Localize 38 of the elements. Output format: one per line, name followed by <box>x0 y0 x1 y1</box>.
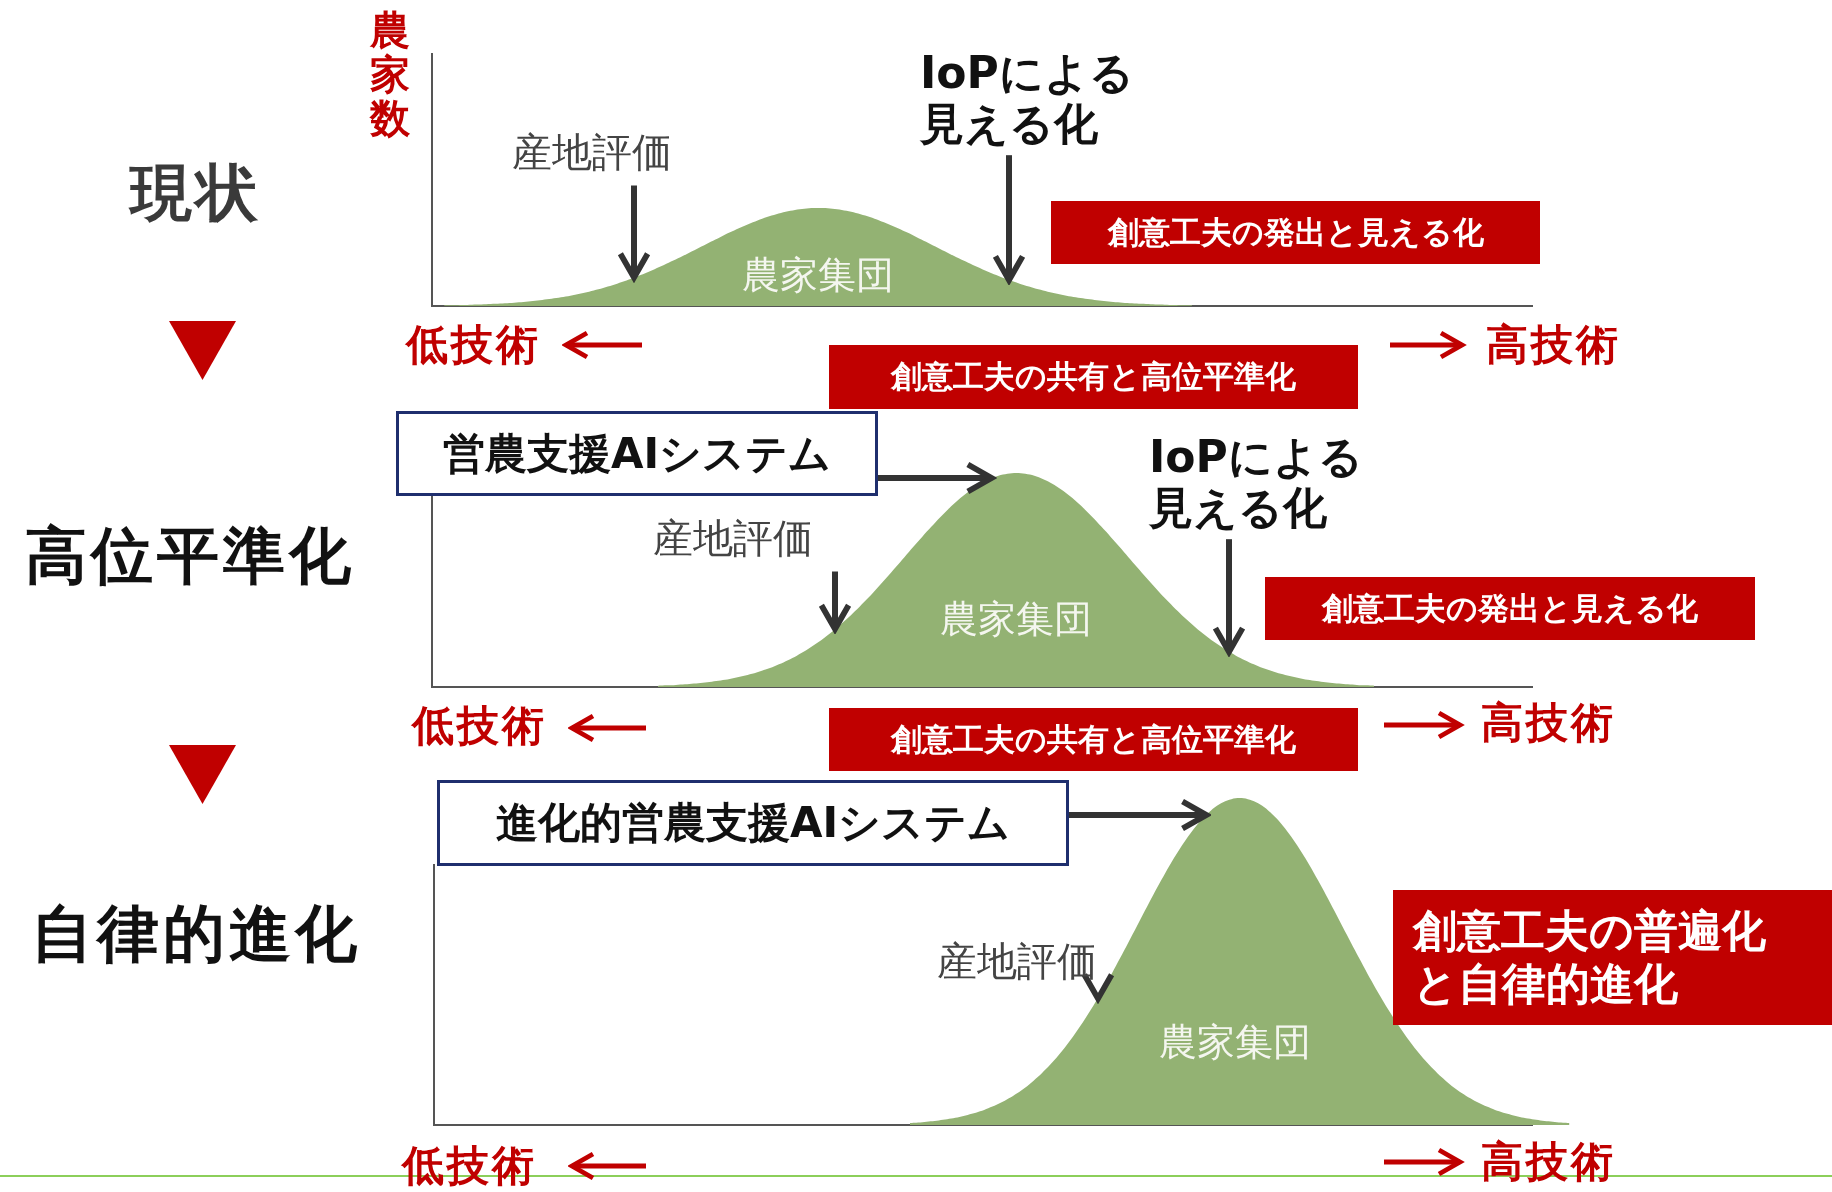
group-label: 農家集団 <box>940 595 1092 643</box>
axis-label: 低技術 <box>412 700 547 752</box>
banner-text: 創意工夫の共有と高位平準化 <box>891 719 1296 759</box>
axis-label: 高技術 <box>1481 1136 1616 1188</box>
banner-text: 創意工夫の共有と高位平準化 <box>891 357 1296 396</box>
annotation-text: IoPによる見える化 <box>1149 432 1378 534</box>
system-box <box>396 411 878 496</box>
highlight-banner <box>1393 890 1832 1025</box>
stage-title: 高位平準化 <box>25 518 355 594</box>
banner-text: 創意工夫の発出と見える化 <box>1322 588 1698 628</box>
banner-text: 創意工夫の普遍化と自律的進化 <box>1413 904 1767 1011</box>
arrow <box>617 185 651 281</box>
stage-title: 現状 <box>130 155 262 231</box>
highlight-banner <box>1051 201 1540 264</box>
annotation-text: 産地評価 <box>937 933 1097 989</box>
highlight-banner <box>829 708 1358 771</box>
axis-label: 高技術 <box>1486 319 1621 371</box>
banner-text: 創意工夫の発出と見える化 <box>1107 212 1484 252</box>
arrow <box>878 461 995 495</box>
arrow <box>1212 539 1246 655</box>
group-label: 農家集団 <box>742 251 894 299</box>
highlight-banner <box>1265 577 1755 640</box>
stage-title: 自律的進化 <box>31 896 361 972</box>
annotation-text: IoPによる見える化 <box>920 48 1149 150</box>
annotation-text: 産地評価 <box>653 510 813 566</box>
highlight-banner <box>829 345 1358 409</box>
axis-label: 農家数 <box>370 8 410 140</box>
arrow <box>1081 971 1115 1002</box>
box-text: 営農支援AIシステム <box>442 427 832 480</box>
axis-label: 低技術 <box>406 319 541 371</box>
annotation-text: 産地評価 <box>512 124 672 180</box>
system-box <box>437 780 1069 866</box>
arrow <box>1069 798 1210 832</box>
box-text: 進化的営農支援AIシステム <box>495 797 1011 849</box>
group-label: 農家集団 <box>1159 1018 1311 1066</box>
arrow <box>992 155 1026 284</box>
arrow <box>818 571 852 632</box>
axis-label: 高技術 <box>1481 697 1616 749</box>
